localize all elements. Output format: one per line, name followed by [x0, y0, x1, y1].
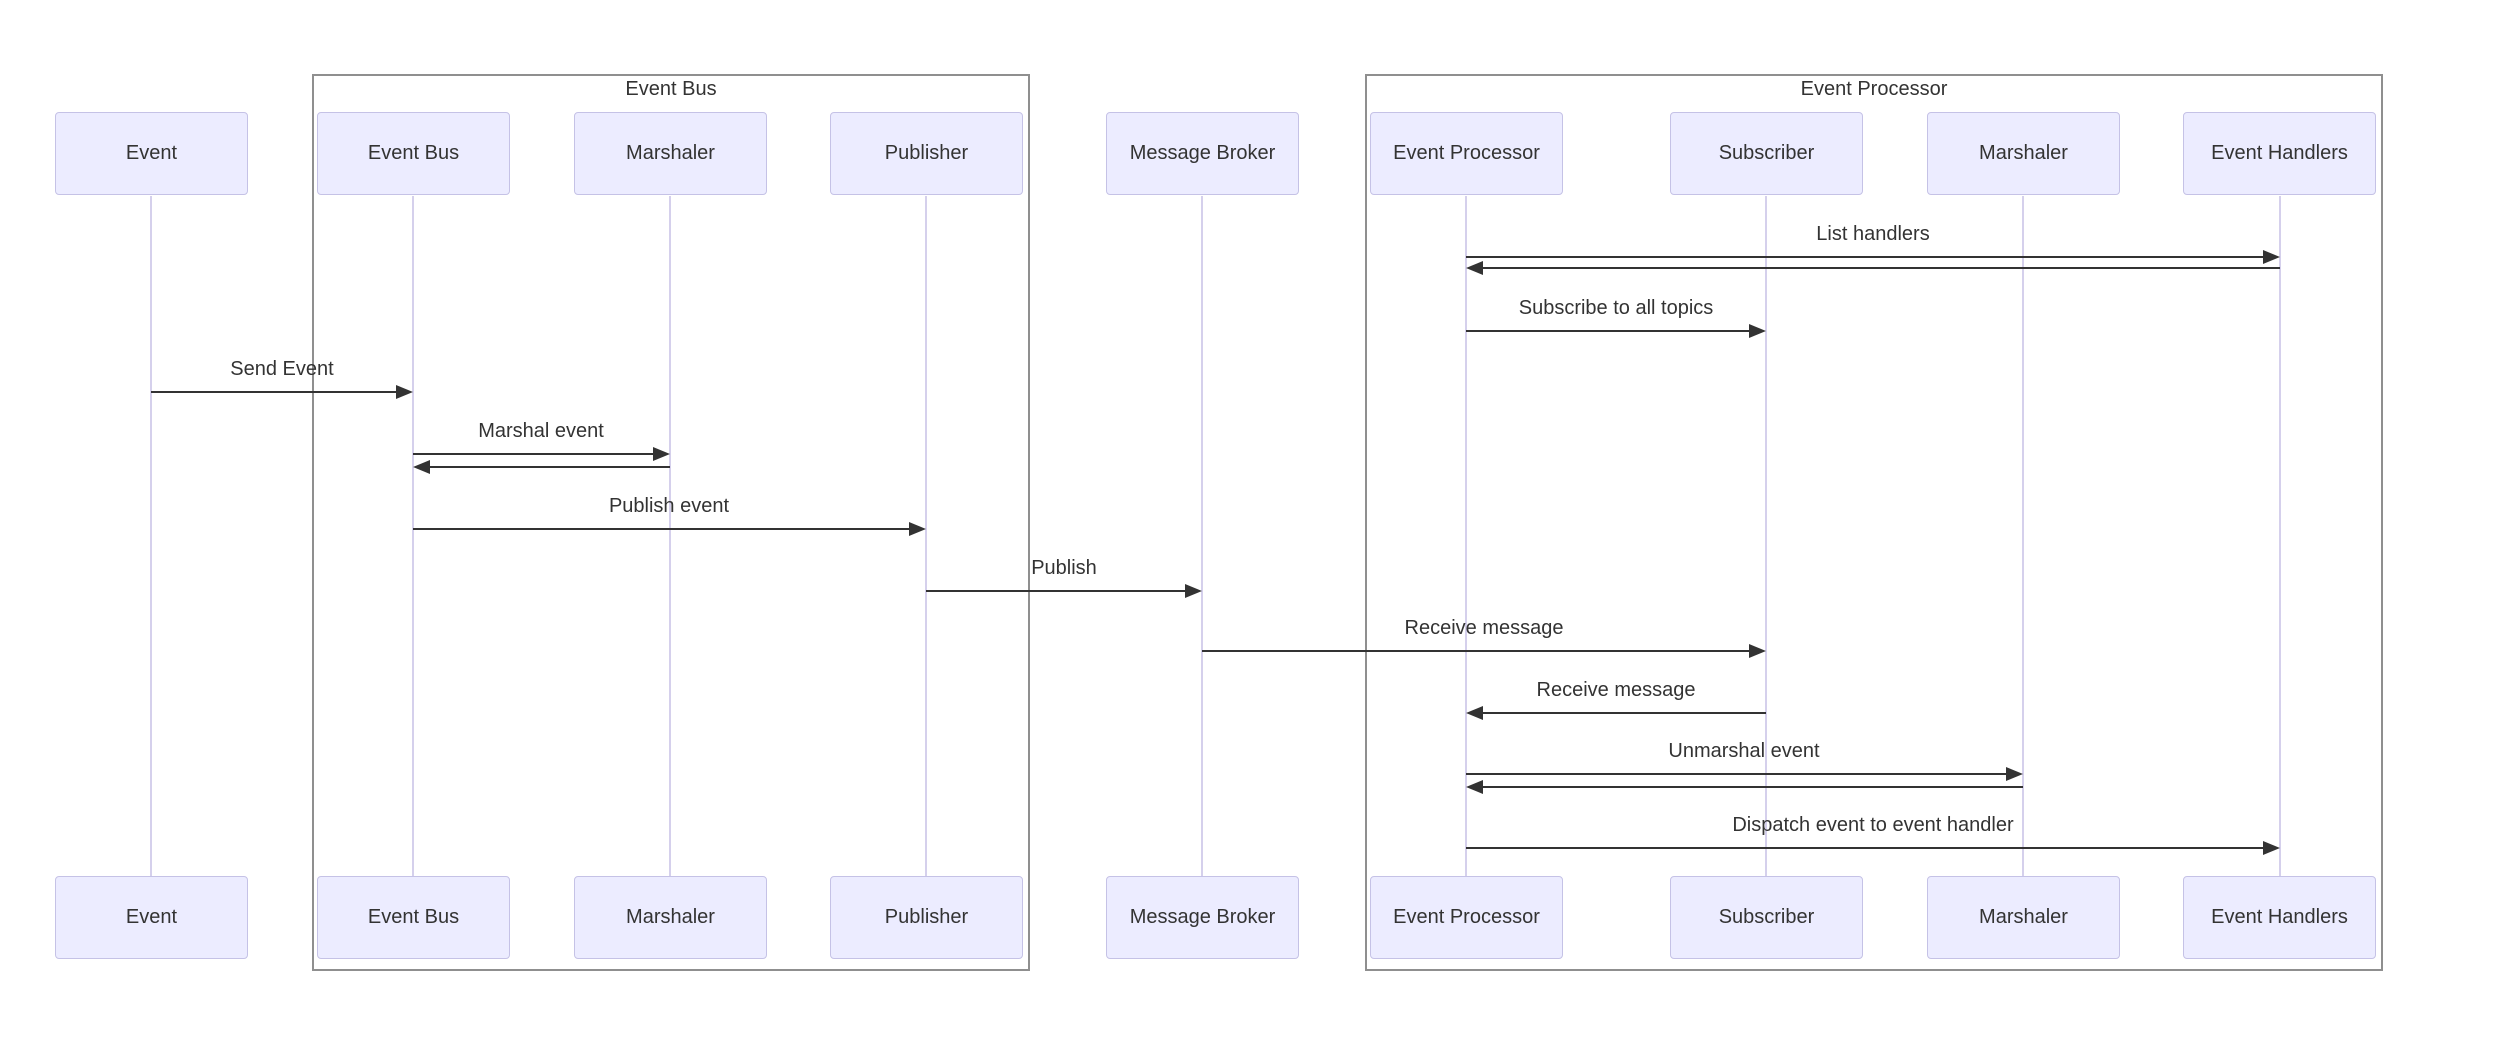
actor-event-handlers-top: Event Handlers: [2183, 112, 2376, 195]
lifeline-event-bus: [412, 196, 414, 876]
message-arrowhead: [1749, 644, 1766, 658]
message-line: [1466, 847, 2263, 849]
message-arrowhead: [1466, 706, 1483, 720]
lifeline-marshaler: [669, 196, 671, 876]
lifeline-event-handlers: [2279, 196, 2281, 876]
frame-event-processor: [1365, 74, 2383, 971]
message-line: [1466, 256, 2263, 258]
actor-publisher-top: Publisher: [830, 112, 1023, 195]
actor-event-processor-bottom: Event Processor: [1370, 876, 1563, 959]
actor-message-broker-top: Message Broker: [1106, 112, 1299, 195]
actor-marshaler-top: Marshaler: [574, 112, 767, 195]
message-arrowhead: [1749, 324, 1766, 338]
message-arrowhead: [2263, 250, 2280, 264]
actor-subscriber-bottom: Subscriber: [1670, 876, 1863, 959]
lifeline-publisher: [925, 196, 927, 876]
lifeline-event-processor: [1465, 196, 1467, 876]
message-label: Receive message: [1536, 679, 1696, 701]
actor-marshaler-2-top: Marshaler: [1927, 112, 2120, 195]
actor-marshaler-bottom: Marshaler: [574, 876, 767, 959]
message-label: Unmarshal event: [1668, 740, 1820, 762]
return-arrowhead: [1466, 780, 1483, 794]
return-line: [1483, 786, 2023, 788]
return-arrowhead: [1466, 261, 1483, 275]
frame-title-event-bus: Event Bus: [625, 78, 717, 100]
message-arrowhead: [2263, 841, 2280, 855]
actor-event-processor-top: Event Processor: [1370, 112, 1563, 195]
message-arrowhead: [396, 385, 413, 399]
message-line: [1202, 650, 1749, 652]
actor-event-bus-top: Event Bus: [317, 112, 510, 195]
frame-title-event-processor: Event Processor: [1800, 78, 1948, 100]
return-arrowhead: [413, 460, 430, 474]
actor-subscriber-top: Subscriber: [1670, 112, 1863, 195]
lifeline-event: [150, 196, 152, 876]
message-label: Marshal event: [478, 420, 604, 442]
message-line: [926, 590, 1185, 592]
actor-marshaler-2-bottom: Marshaler: [1927, 876, 2120, 959]
return-line: [1483, 267, 2280, 269]
actor-publisher-bottom: Publisher: [830, 876, 1023, 959]
lifeline-message-broker: [1201, 196, 1203, 876]
message-arrowhead: [2006, 767, 2023, 781]
message-line: [1466, 773, 2006, 775]
message-line: [1483, 712, 1766, 714]
lifeline-subscriber: [1765, 196, 1767, 876]
actor-event-bottom: Event: [55, 876, 248, 959]
return-line: [430, 466, 670, 468]
actor-event-top: Event: [55, 112, 248, 195]
message-label: Receive message: [1404, 617, 1564, 639]
message-label: Publish event: [608, 495, 730, 517]
message-arrowhead: [653, 447, 670, 461]
lifeline-marshaler-2: [2022, 196, 2024, 876]
message-label: Subscribe to all topics: [1518, 297, 1714, 319]
message-arrowhead: [1185, 584, 1202, 598]
actor-event-bus-bottom: Event Bus: [317, 876, 510, 959]
message-arrowhead: [909, 522, 926, 536]
actor-event-handlers-bottom: Event Handlers: [2183, 876, 2376, 959]
message-label: Publish: [1031, 557, 1097, 579]
frame-event-bus: [312, 74, 1030, 971]
message-label: List handlers: [1816, 223, 1930, 245]
message-line: [413, 453, 653, 455]
message-line: [413, 528, 909, 530]
message-line: [1466, 330, 1749, 332]
message-label: Dispatch event to event handler: [1732, 814, 2014, 836]
message-line: [151, 391, 396, 393]
actor-message-broker-bottom: Message Broker: [1106, 876, 1299, 959]
message-label: Send Event: [230, 358, 334, 380]
